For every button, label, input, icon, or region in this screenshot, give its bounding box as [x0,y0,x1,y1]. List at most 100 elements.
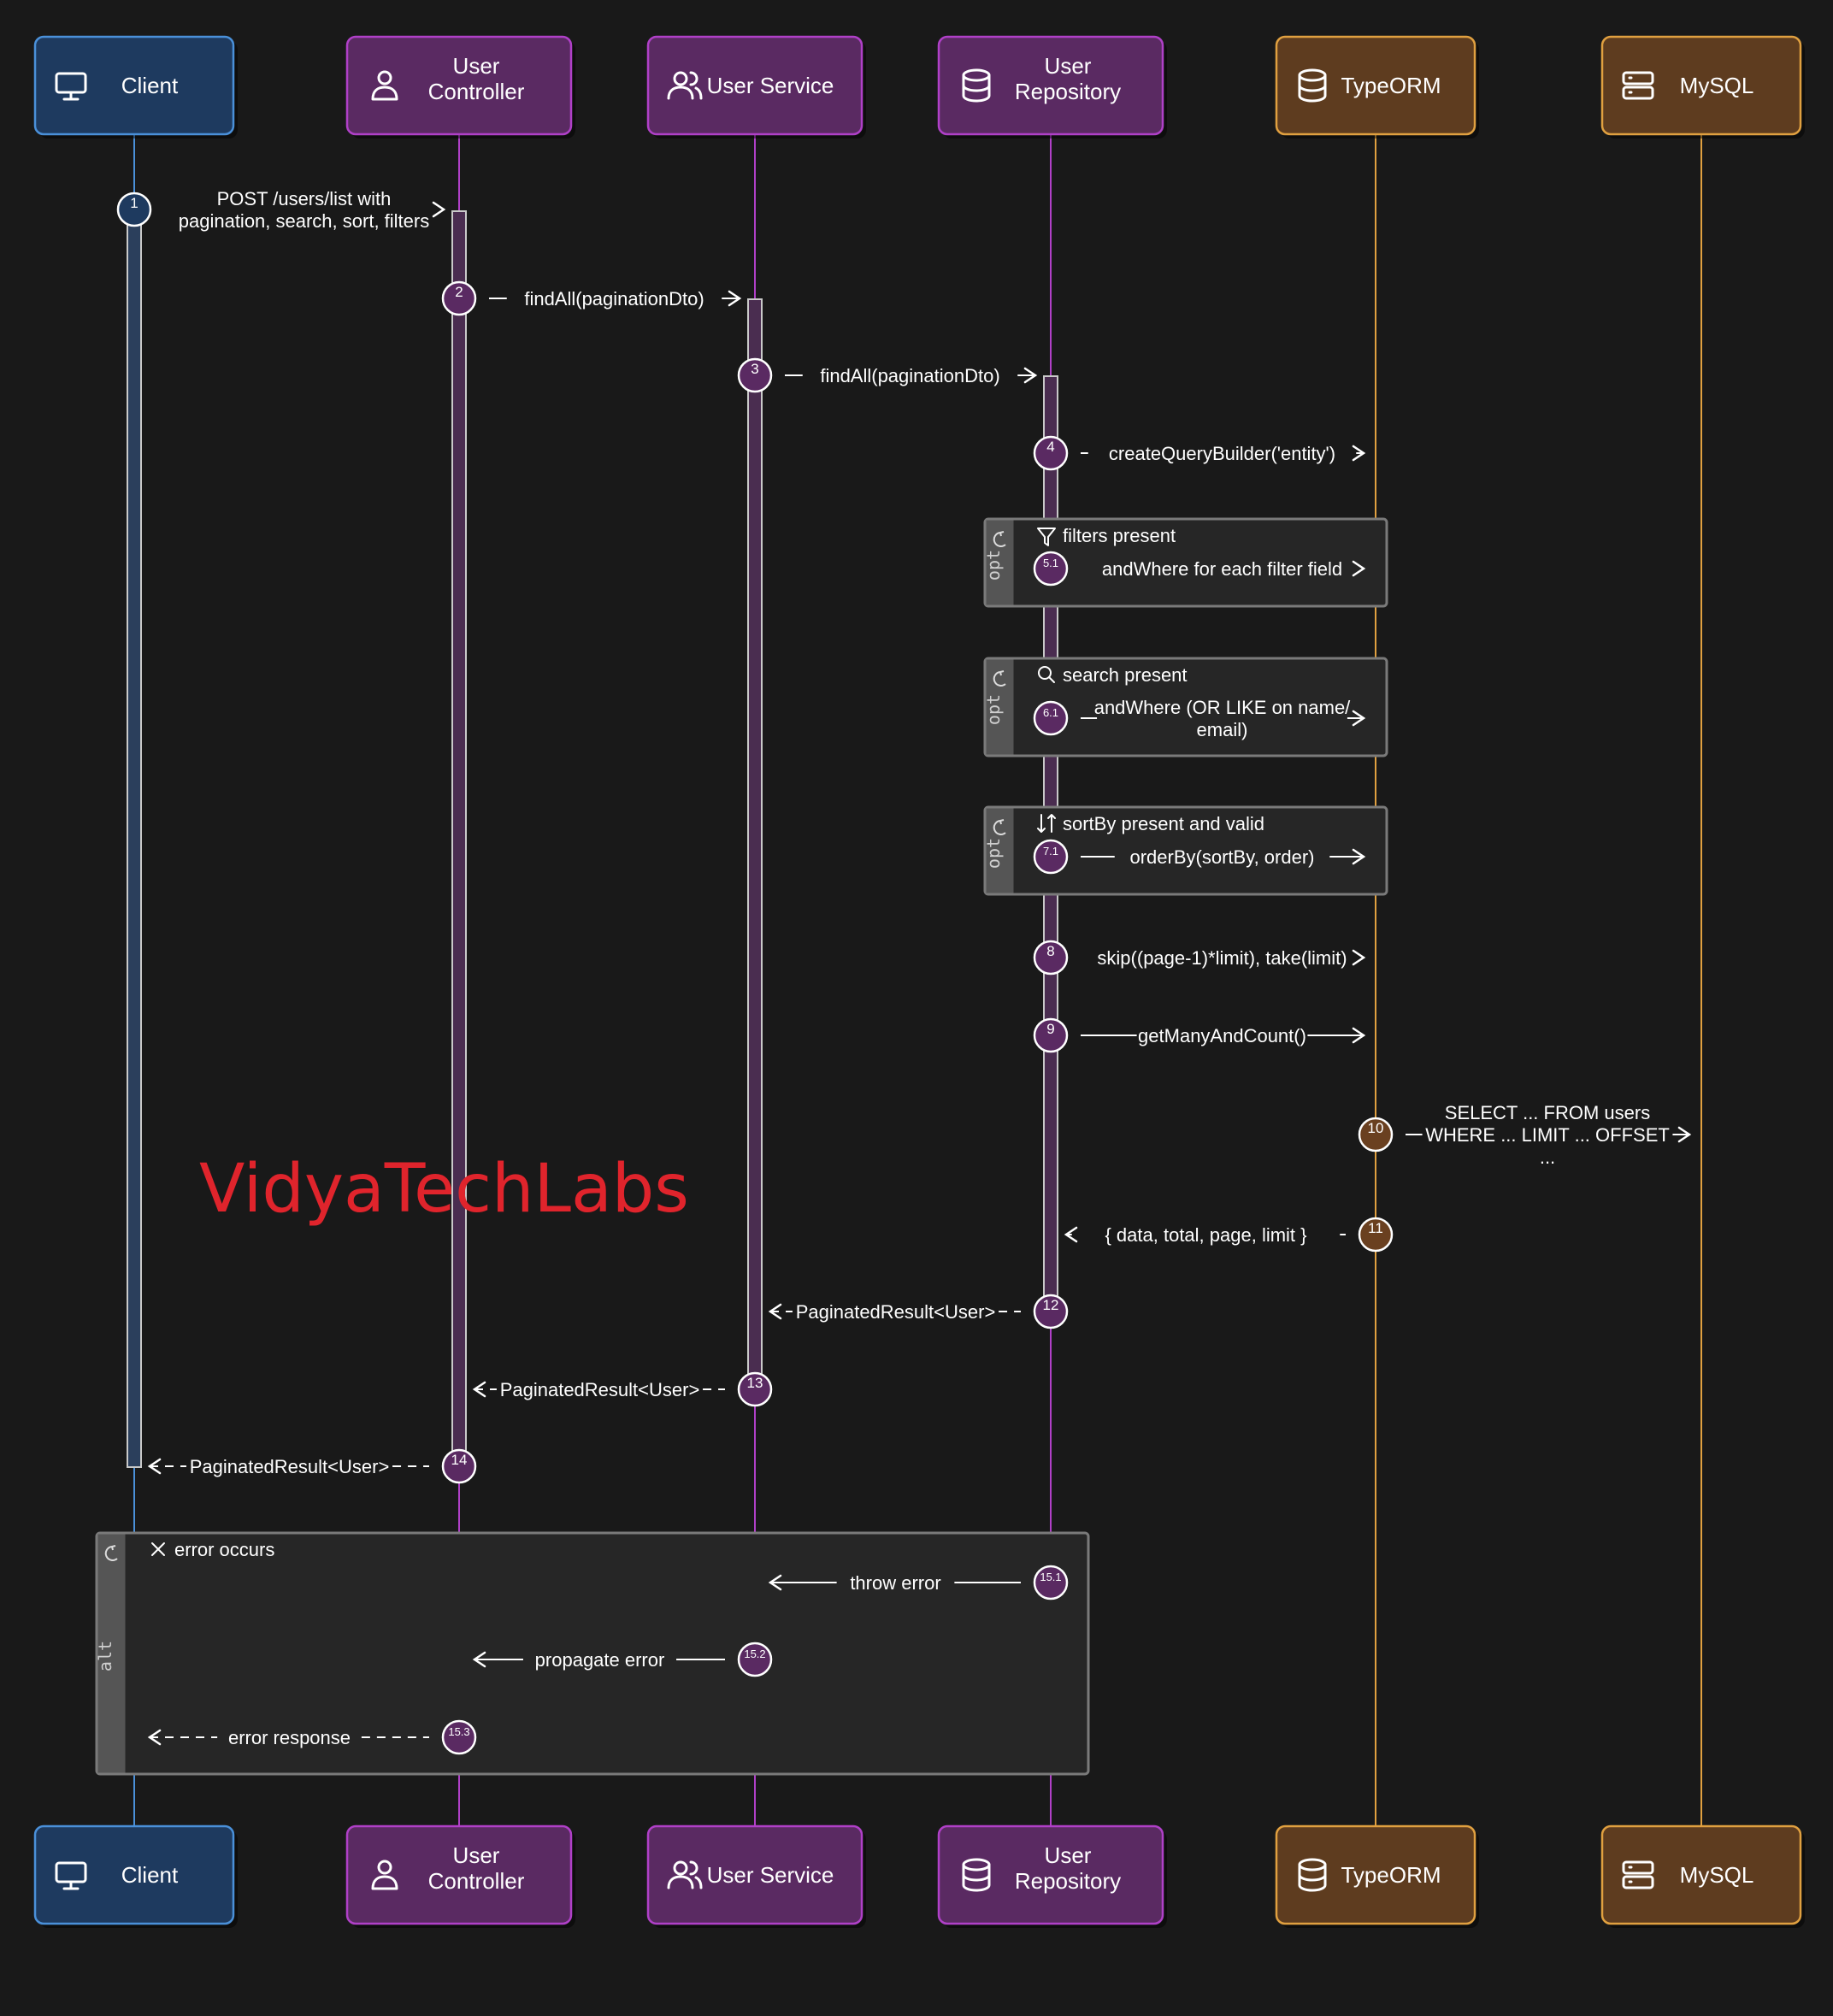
participant-mysql-top: MySQL [1600,35,1805,139]
message-number: 13 [747,1375,763,1391]
message-number-badge [1033,700,1069,736]
fragment-condition: error occurs [174,1539,274,1560]
message-15.3: error response 15.3 [147,1719,477,1755]
sort-icon [1037,814,1056,833]
arrowhead [728,290,742,307]
fragment-tab-icon [993,531,1006,547]
message-number-badge [441,1448,477,1484]
watermark: VidyaTechLabs [199,1151,689,1228]
database-icon [1298,68,1327,103]
message-label: PaginatedResult<User> [500,1379,700,1400]
message-number-badge [1358,1117,1394,1152]
message-5.1: andWhere for each filter field 5.1 [1033,551,1366,587]
arrowhead [1352,848,1366,865]
message-2: findAll(paginationDto) 2 [441,280,742,316]
user-icon [371,1860,398,1890]
fragment-condition: filters present [1063,525,1176,546]
close-icon [151,1542,165,1556]
message-number-badge [1033,551,1069,587]
message-label: findAll(paginationDto) [820,365,999,386]
fragment-condition: sortBy present and valid [1063,813,1264,834]
message-label: error response [228,1727,351,1748]
message-label: findAll(paginationDto) [524,288,704,309]
arrowhead [1352,949,1366,966]
participant-service-bottom: User Service [646,1824,866,1928]
message-number-badge [1033,1017,1069,1053]
participant-label: User [1045,53,1092,79]
message-number-badge [441,1719,477,1755]
message-number: 1 [130,195,138,211]
activation-client [127,210,142,1468]
fragment-kind: opt [983,694,1004,725]
participant-label: TypeORM [1341,1862,1441,1888]
users-icon [667,71,703,100]
database-icon [1298,1858,1327,1892]
message-label: ... [1540,1147,1555,1168]
fragment-alt: alt error occurs [95,1531,1090,1776]
arrowhead [1064,1226,1078,1243]
arrowhead [1352,1027,1366,1044]
message-number: 8 [1046,943,1054,959]
fragment-kind: opt [983,550,1004,581]
arrowhead [1352,560,1366,577]
database-icon [962,1858,991,1892]
message-number-badge [1033,940,1069,976]
message-number: 2 [455,284,463,300]
message-4: createQueryBuilder('entity')4 [1033,435,1366,471]
participant-mysql-bottom: MySQL [1600,1824,1805,1928]
message-label: { data, total, page, limit } [1105,1224,1306,1246]
message-number-badge [737,1371,773,1407]
participant-label: Controller [428,79,525,104]
server-icon [1622,71,1654,100]
message-6.1: andWhere (OR LIKE on name/email)6.1 [1033,697,1366,740]
participant-label: Client [121,73,179,98]
message-label: SELECT ... FROM users [1445,1102,1650,1123]
message-number: 11 [1368,1220,1383,1236]
participant-client-top: Client [33,35,238,139]
fragment-tab-icon [993,819,1006,835]
arrowhead [1352,445,1366,462]
participant-service-top: User Service [646,35,866,139]
participant-label: MySQL [1680,73,1754,98]
message-number: 5.1 [1043,557,1058,569]
participant-typeorm-top: TypeORM [1275,35,1479,139]
message-number: 14 [451,1452,468,1468]
message-label: orderBy(sortBy, order) [1130,846,1315,868]
message-number: 6.1 [1043,706,1058,719]
message-9: getManyAndCount()9 [1033,1017,1366,1053]
message-number-badge [1033,1294,1069,1329]
message-number: 12 [1043,1297,1059,1313]
arrowhead [768,1303,782,1320]
message-label: skip((page-1)*limit), take(limit) [1097,947,1347,969]
message-number-badge [1033,839,1069,875]
activation-service [747,298,763,1391]
message-label: WHERE ... LIMIT ... OFFSET [1425,1124,1670,1146]
message-label: pagination, search, sort, filters [179,210,429,232]
message-label: createQueryBuilder('entity') [1109,443,1335,464]
message-13: PaginatedResult<User> 13 [472,1371,773,1407]
database-icon [962,68,991,103]
participant-label: User [1045,1842,1092,1868]
message-number-badge [441,280,477,316]
message-12: PaginatedResult<User>12 [768,1294,1069,1329]
user-icon [371,70,398,101]
message-number: 15.1 [1040,1571,1061,1583]
participant-label: User [453,1842,500,1868]
message-number-badge [1033,435,1069,471]
server-icon [1622,1860,1654,1889]
message-label: andWhere for each filter field [1102,558,1342,580]
fragment-kind: opt [983,838,1004,869]
message-label: POST /users/list with [217,188,392,209]
participant-label: TypeORM [1341,73,1441,98]
activation-controller [451,210,467,1468]
message-number: 9 [1046,1021,1054,1037]
fragment-kind: alt [95,1641,115,1671]
message-number: 15.3 [448,1725,469,1738]
participant-label: User Service [707,1862,834,1888]
